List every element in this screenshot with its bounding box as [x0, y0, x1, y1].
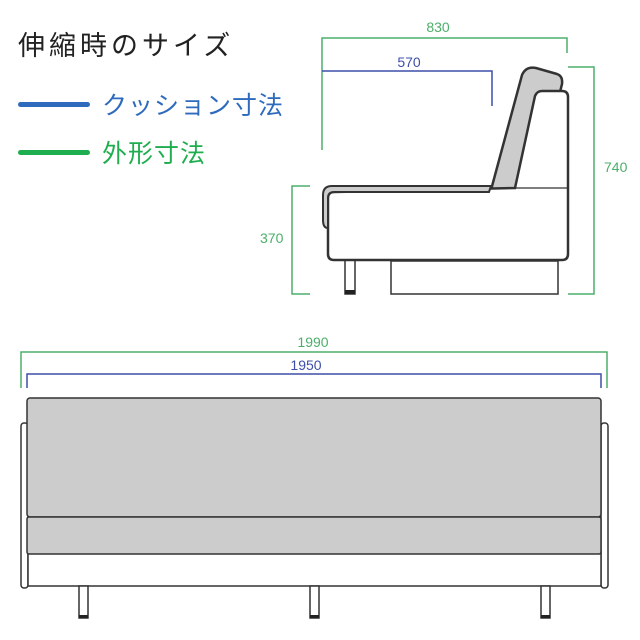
legend-outer-dimension: 外形寸法	[18, 134, 206, 170]
front-leg-right-foot	[541, 615, 550, 618]
legend-cushion-dimension: クッション寸法	[18, 86, 284, 122]
total-height-label: 740	[604, 159, 628, 175]
side-base	[390, 260, 559, 295]
legend-outer-line	[18, 149, 90, 155]
front-leg-center	[309, 585, 320, 619]
front-leg-left-foot	[79, 615, 88, 618]
side-view: 830 570 740 370	[260, 19, 628, 295]
cushion-width-dimension-line	[26, 373, 602, 388]
outer-width-label: 1990	[297, 334, 328, 350]
seat-height-dimension-line	[291, 185, 310, 295]
cushion-depth-label: 570	[397, 54, 421, 70]
front-leg-right	[540, 585, 551, 619]
seat-height-label: 370	[260, 230, 284, 246]
total-height-dimension-line	[568, 66, 595, 295]
outer-depth-label: 830	[426, 19, 450, 35]
front-base	[27, 550, 602, 587]
cushion-depth-dimension-line	[322, 70, 493, 106]
side-back-frame	[326, 89, 570, 262]
outer-width-dimension-line	[20, 351, 608, 388]
legend-cushion-label: クッション寸法	[102, 91, 285, 120]
page-title: 伸縮時のサイズ	[18, 31, 235, 62]
side-leg-foot	[345, 290, 355, 294]
side-leg	[344, 257, 356, 295]
front-backrest-cushion	[26, 397, 602, 518]
front-view: 1990 1950	[20, 334, 609, 619]
front-leg-left	[78, 585, 89, 619]
front-leg-center-foot	[310, 615, 319, 618]
legend-cushion-line	[18, 101, 90, 107]
side-seat-cushion	[322, 185, 493, 230]
cushion-width-label: 1950	[290, 357, 321, 373]
outer-depth-dimension-line	[321, 37, 568, 150]
front-right-arm	[600, 422, 609, 589]
legend-outer-label: 外形寸法	[102, 139, 207, 168]
front-seat-cushion	[26, 516, 602, 555]
